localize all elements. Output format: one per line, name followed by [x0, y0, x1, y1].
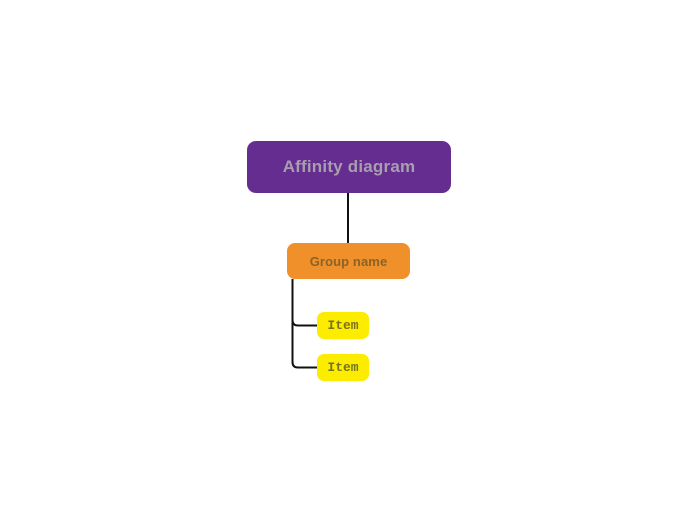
edge-group-to-item-1: [291, 279, 317, 369]
node-item[interactable]: Item: [317, 354, 369, 381]
node-root[interactable]: Affinity diagram: [247, 141, 451, 193]
node-item-label: Item: [327, 360, 359, 375]
node-group-label: Group name: [309, 253, 388, 269]
edge-group-to-item-0: [291, 279, 317, 327]
node-group[interactable]: Group name: [287, 243, 410, 279]
node-item[interactable]: Item: [317, 312, 369, 339]
node-root-label: Affinity diagram: [282, 157, 416, 176]
node-item-label: Item: [327, 318, 359, 333]
